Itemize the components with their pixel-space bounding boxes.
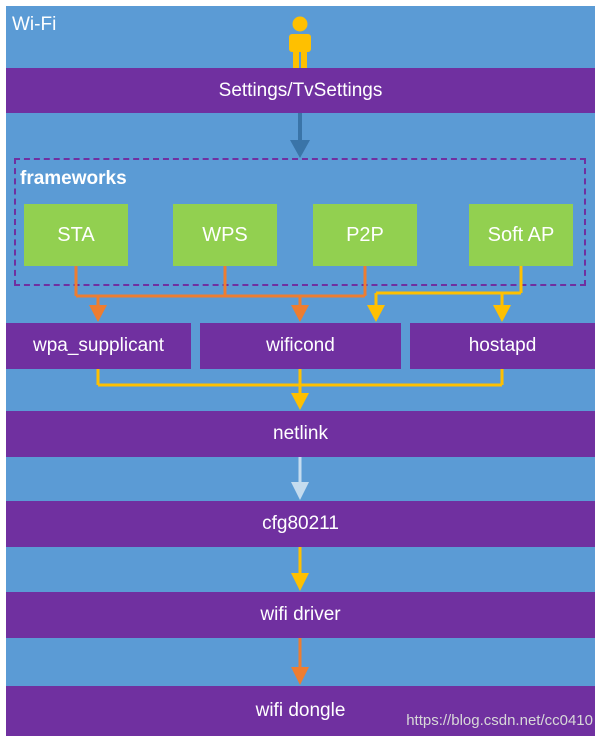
arrow-netlink-to-cfg80211 xyxy=(291,457,309,500)
netlink-bar: netlink xyxy=(6,411,595,457)
arrow-daemons-to-netlink xyxy=(96,369,504,393)
arrow-cfg80211-to-driver xyxy=(291,547,309,591)
wificond-box: wificond xyxy=(200,323,401,369)
frameworks-label: frameworks xyxy=(20,168,127,189)
arrowhead-wificond-yellow xyxy=(367,305,385,322)
hostapd-box: hostapd xyxy=(410,323,595,369)
arrowhead-wificond-orange xyxy=(291,305,309,322)
settings-bar: Settings/TvSettings xyxy=(6,68,595,113)
user-icon xyxy=(289,16,311,68)
arrow-frameworks-to-wpa-wificond xyxy=(74,266,367,305)
diagram-title: Wi-Fi xyxy=(12,14,57,35)
wpa-supplicant-box: wpa_supplicant xyxy=(6,323,191,369)
frameworks-frame xyxy=(14,158,586,286)
wifi-dongle-bar: wifi dongle xyxy=(6,686,595,736)
wifi-driver-bar: wifi driver xyxy=(6,592,595,638)
arrow-settings-to-frameworks xyxy=(290,113,310,158)
arrowhead-hostapd xyxy=(493,305,511,322)
framework-wps: WPS xyxy=(173,204,277,266)
arrow-softap-to-wificond-hostapd xyxy=(374,266,523,305)
cfg80211-bar: cfg80211 xyxy=(6,501,595,547)
arrowhead-wpa xyxy=(89,305,107,322)
watermark-text: https://blog.csdn.net/cc0410 xyxy=(406,712,593,729)
framework-sta: STA xyxy=(24,204,128,266)
arrow-driver-to-dongle xyxy=(291,638,309,685)
framework-p2p: P2P xyxy=(313,204,417,266)
framework-soft-ap: Soft AP xyxy=(469,204,573,266)
arrowhead-netlink xyxy=(291,393,309,410)
